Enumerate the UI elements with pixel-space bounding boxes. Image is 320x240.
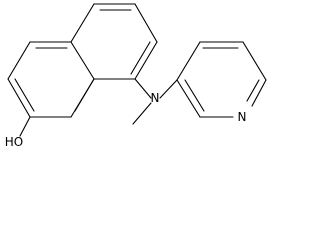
bond-double-inner	[130, 41, 151, 75]
bond	[242, 41, 267, 81]
naphthalene-lower-ring	[7, 41, 95, 118]
bond	[176, 41, 201, 81]
bond-double-inner	[184, 79, 205, 112]
hydroxyl-label: HO	[5, 135, 23, 149]
amine-nitrogen-label: N	[151, 91, 160, 105]
naphthalene-upper-ring	[70, 3, 158, 80]
bond	[70, 41, 95, 80]
bond	[70, 3, 95, 43]
bond	[134, 41, 158, 80]
bond-double-inner	[246, 79, 260, 102]
bond-double-inner	[74, 78, 95, 112]
bond-to-hydroxyl	[19, 116, 31, 137]
bond-amine-to-pyridine	[159, 79, 178, 99]
bond	[134, 3, 158, 43]
bond	[7, 41, 31, 80]
bond-double-inner	[14, 78, 35, 112]
bond-methyl	[132, 102, 152, 125]
pyridine-ring	[176, 41, 267, 118]
pyridine-nitrogen-label: N	[238, 110, 247, 124]
bond	[251, 79, 267, 107]
bond	[7, 78, 31, 118]
bond-to-amine	[134, 78, 152, 99]
substituent-bonds	[19, 78, 178, 137]
bond	[176, 79, 201, 118]
chemical-structure-diagram: HO N N	[5, 3, 267, 149]
